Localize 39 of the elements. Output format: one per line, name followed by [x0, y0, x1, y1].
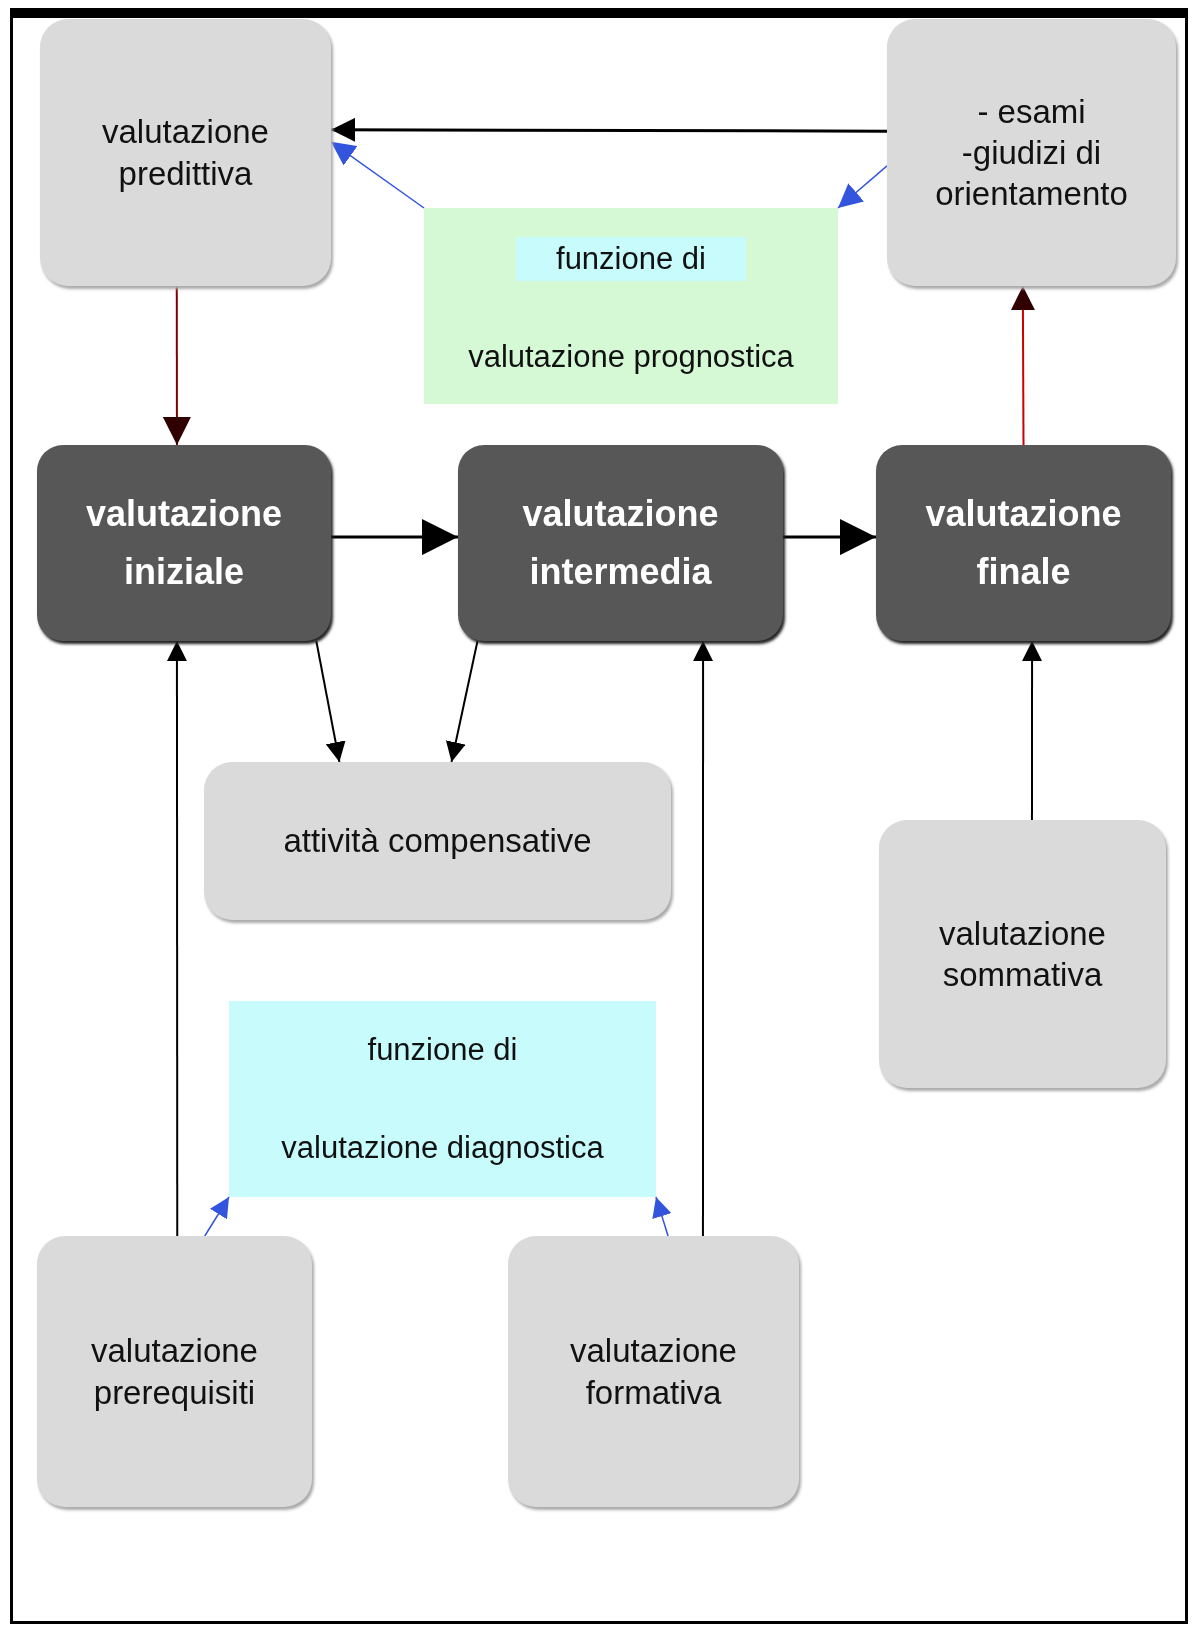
function-box	[424, 208, 838, 404]
node-text: - esami	[977, 91, 1086, 132]
node-text: valutazione prognostica	[468, 339, 794, 375]
arrow	[166, 640, 187, 1237]
arrow	[315, 640, 346, 763]
arrow	[330, 141, 425, 209]
arrow	[1010, 285, 1035, 446]
arrow	[783, 519, 876, 556]
node-text: attività compensative	[283, 821, 592, 862]
process-box	[204, 762, 671, 920]
node-text: funzione di	[367, 1032, 518, 1068]
node-text: -giudizi di orientamento	[934, 132, 1129, 215]
process-box	[887, 19, 1176, 286]
arrow	[204, 1196, 230, 1237]
node-text: funzione di	[516, 237, 746, 281]
arrow	[837, 165, 888, 209]
process-box	[508, 1236, 799, 1507]
arrow	[331, 519, 458, 556]
process-box	[879, 820, 1166, 1088]
node-text: valutazione formativa	[569, 1331, 738, 1413]
arrow	[1022, 640, 1043, 821]
stage-box	[458, 445, 783, 641]
node-text: valutazione sommativa	[938, 913, 1107, 995]
node-text: valutazione diagnostica	[281, 1130, 604, 1166]
stage-box	[876, 445, 1171, 641]
node-text: valutazione prerequisiti	[90, 1331, 259, 1413]
node-text: valutazione finale	[924, 492, 1123, 594]
node-text: valutazione iniziale	[84, 492, 284, 594]
arrow	[652, 1196, 672, 1237]
arrow	[162, 285, 191, 446]
stage-box	[37, 445, 331, 641]
arrow	[693, 640, 714, 1237]
arrow	[331, 117, 887, 142]
node-text: valutazione intermedia	[521, 492, 720, 594]
function-box	[229, 1001, 656, 1197]
node-text: valutazione predittiva	[101, 112, 270, 194]
process-box	[40, 19, 331, 286]
process-box	[37, 1236, 312, 1507]
arrow	[445, 640, 479, 763]
